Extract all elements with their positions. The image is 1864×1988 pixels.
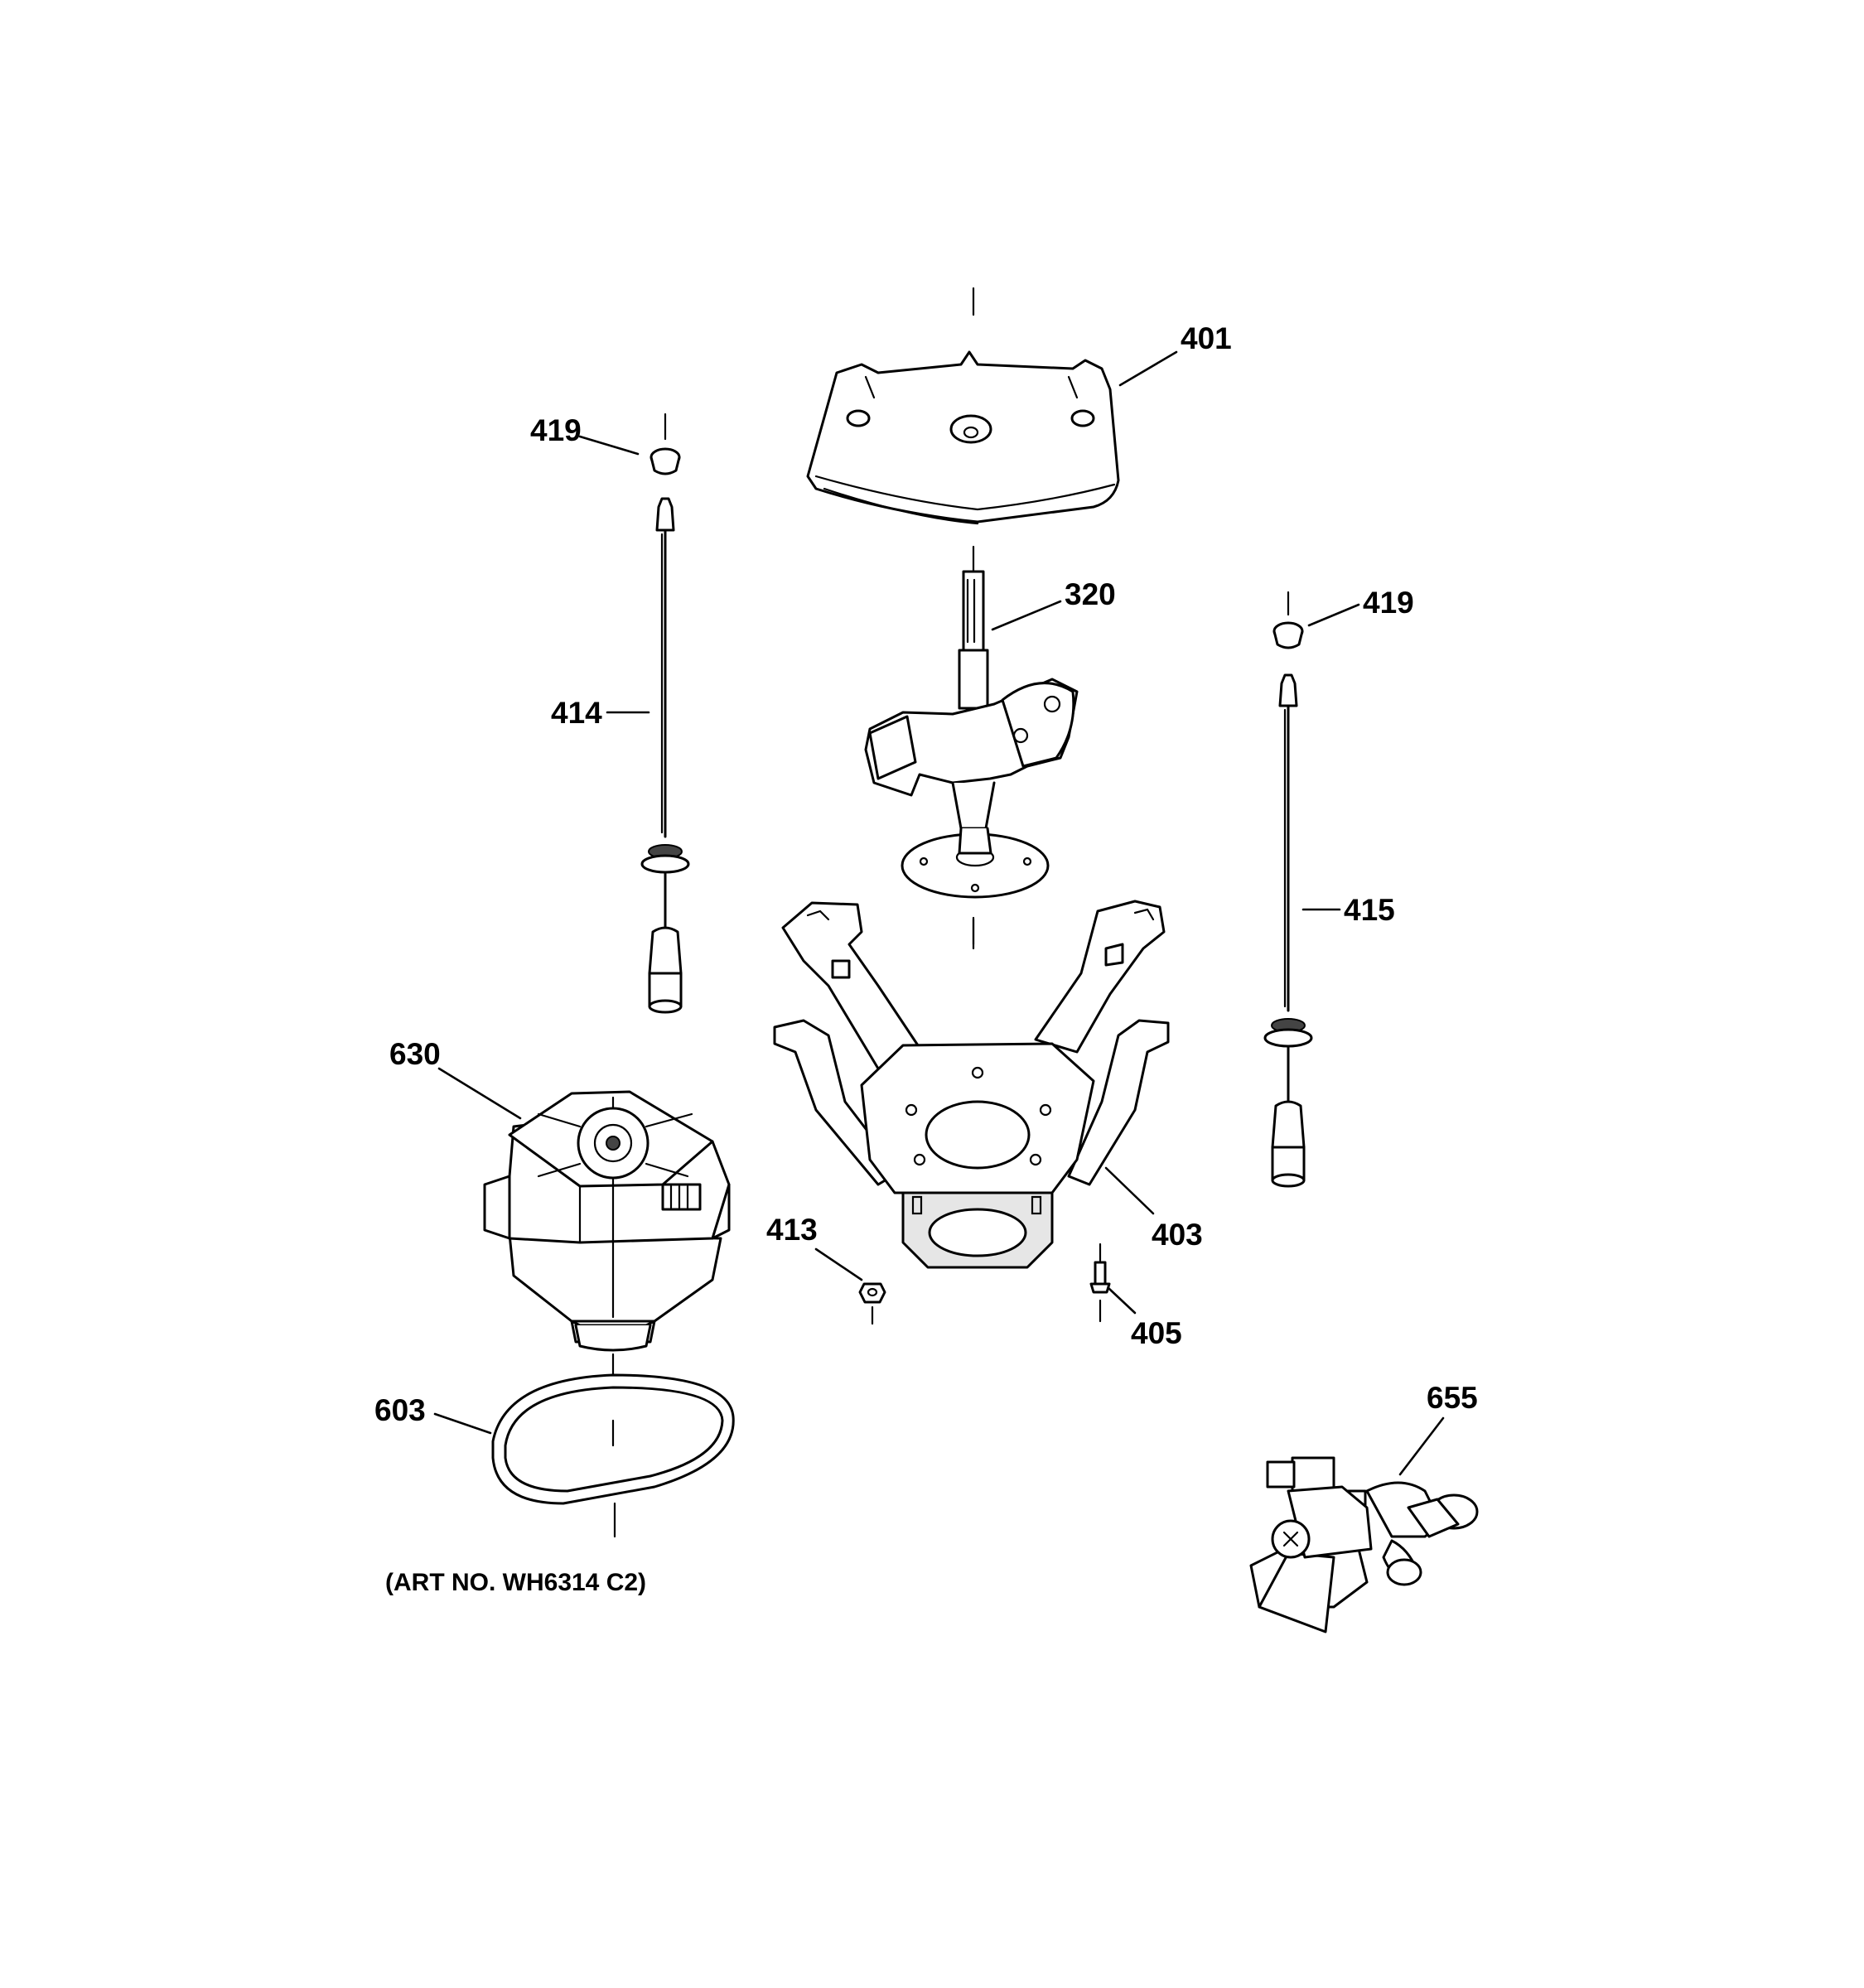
drive-belt-part (491, 1373, 735, 1538)
rod-cap-left-part (650, 413, 681, 475)
suspension-cover-part (806, 287, 1120, 525)
callout-413: 413 (766, 1213, 818, 1247)
suspension-rod-left-part (640, 497, 690, 1014)
callout-415: 415 (1344, 893, 1395, 927)
screw-part (1089, 1242, 1111, 1323)
drive-motor-part (483, 1090, 731, 1377)
callout-419-right: 419 (1363, 586, 1414, 620)
suspension-rod-right-part (1263, 673, 1313, 1188)
callout-419-left: 419 (530, 413, 582, 447)
nut-part (858, 1282, 886, 1325)
water-valve-part (1249, 1456, 1479, 1633)
gearcase-mounting-frame-part (773, 900, 1170, 1269)
callout-403: 403 (1152, 1218, 1203, 1252)
callout-405: 405 (1131, 1316, 1182, 1350)
callout-655: 655 (1427, 1381, 1478, 1415)
transmission-part (864, 545, 1079, 946)
callout-630: 630 (389, 1037, 441, 1071)
art-number: (ART NO. WH6314 C2) (385, 1569, 646, 1596)
rod-cap-right-part (1272, 591, 1304, 649)
callout-320: 320 (1065, 577, 1116, 611)
callout-603: 603 (374, 1393, 426, 1427)
callout-414: 414 (551, 696, 602, 730)
callout-401: 401 (1181, 321, 1232, 355)
